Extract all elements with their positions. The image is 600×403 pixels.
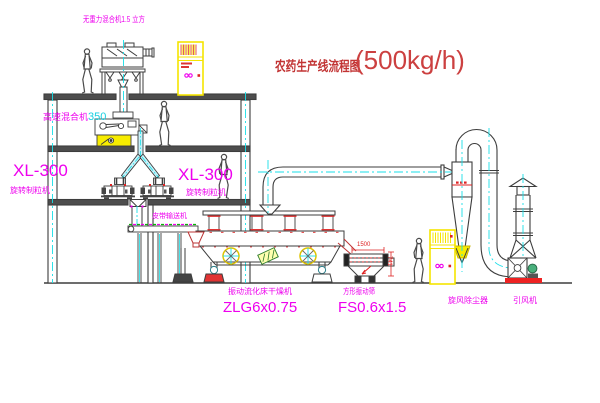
dryer-vibro-motor-left — [222, 247, 240, 265]
cyclone-discharge — [453, 245, 471, 259]
label-cyclone: 旋风除尘器 — [448, 296, 488, 305]
dryer-tilted-plate — [257, 247, 279, 265]
high-speed-mixer — [94, 111, 148, 147]
control-cabinet-top — [177, 41, 204, 96]
exhaust-riser-duct — [258, 164, 453, 215]
dim-741: 741 — [386, 256, 392, 267]
duct-dot-right — [141, 205, 144, 208]
gravity-free-mixer — [99, 42, 155, 95]
label-gravity-mixer: 无重力混合机1.5 立方 — [83, 15, 145, 24]
cyclone-red-marks — [456, 181, 467, 184]
chute-centerlines — [121, 128, 160, 179]
label-fan: 引风机 — [513, 296, 537, 305]
label-xl300-right: XL-300 — [178, 165, 233, 184]
label-belt-conveyor: 皮带输送机 — [152, 213, 187, 220]
building-frame — [43, 93, 257, 284]
diagram-title-capacity: (500kg/h) — [355, 45, 465, 75]
downcomer-centerline — [488, 128, 511, 269]
diagram-title: 农药生产线流程图 — [275, 59, 361, 74]
dryer-vibro-motor-right — [299, 247, 317, 265]
label-dryer-name: 振动流化床干燥机 — [228, 287, 292, 296]
label-xl300-left: XL-300 — [13, 161, 68, 180]
label-granulator-right: 旋转制粒机 — [186, 188, 226, 197]
label-granulator-left: 旋转制粒机 — [10, 186, 50, 195]
granulator-left — [101, 184, 135, 200]
induced-draft-fan — [505, 257, 542, 283]
cyclone-outlet-bend — [455, 128, 514, 278]
dim-1500: 1500 — [357, 242, 371, 248]
fan-motor — [527, 263, 538, 274]
label-dryer-model: ZLG6x0.75 — [223, 299, 298, 316]
fan-base — [505, 278, 542, 283]
sieve-red-details — [350, 247, 394, 277]
drop-duct — [129, 199, 147, 227]
duct-centerlines — [258, 160, 454, 213]
granulator-right — [140, 184, 174, 200]
granulator-inlets — [114, 177, 165, 185]
control-cabinet-right — [429, 229, 456, 285]
worker-roof — [81, 48, 95, 94]
label-sieve-model: FS0.6x1.5 — [338, 299, 407, 316]
label-sieve-name: 方形振动筛 — [343, 287, 375, 296]
worker-floor2 — [158, 100, 172, 147]
dryer-feed-funnel — [187, 231, 205, 248]
duct-dot-left — [130, 205, 133, 208]
label-high-speed-mixer: 高速混合机350 — [43, 111, 107, 123]
vibrating-sieve — [337, 238, 395, 284]
worker-ground — [411, 237, 425, 284]
